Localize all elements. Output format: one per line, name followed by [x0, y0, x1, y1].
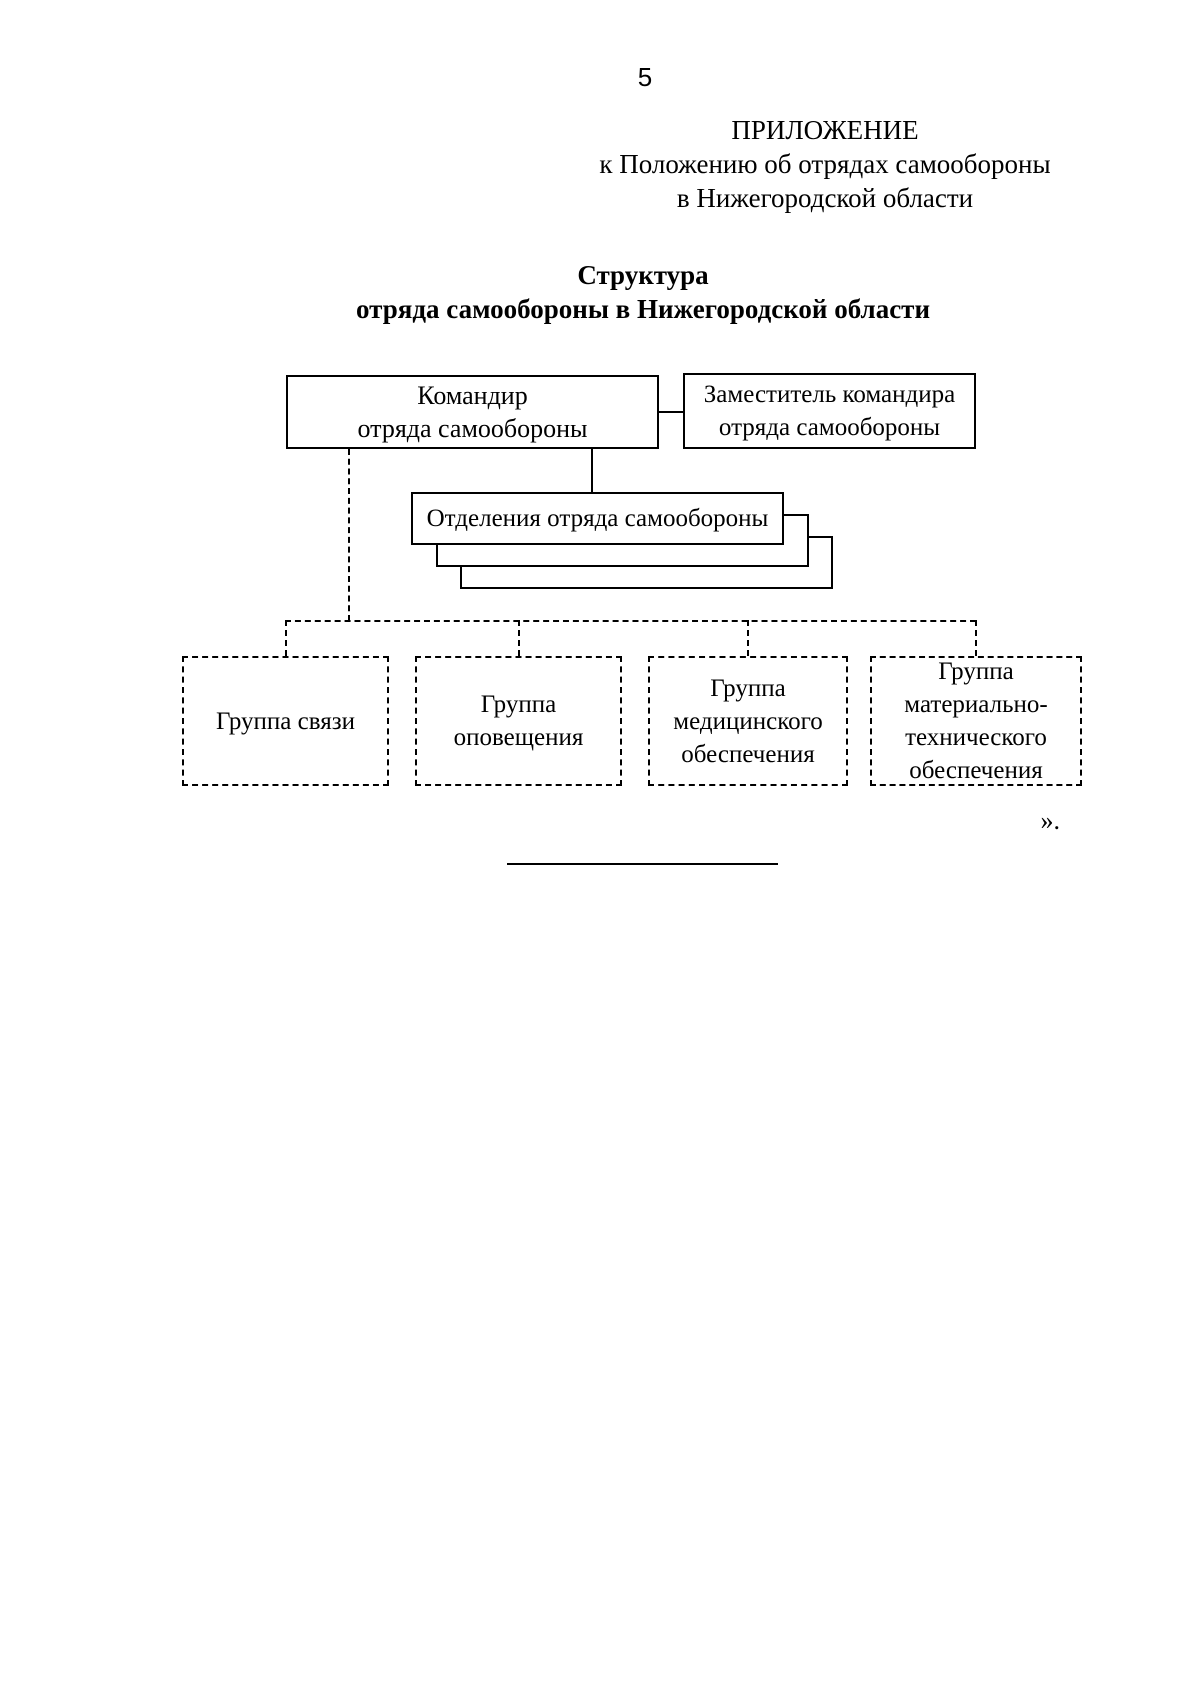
- closing-quote-mark: ».: [1040, 806, 1061, 835]
- connector-commander-departments: [591, 449, 593, 492]
- separator-rule: [507, 863, 778, 865]
- dashed-rail-groups: [285, 620, 976, 622]
- dashed-stub-logistics: [975, 620, 977, 656]
- dashed-stub-communications: [285, 620, 287, 656]
- page-number: 5: [637, 62, 653, 92]
- connector-commander-deputy: [659, 411, 683, 413]
- dashed-stub-notification: [518, 620, 520, 656]
- node-departments: Отделения отряда самообороны: [411, 492, 784, 545]
- dashed-trunk-commander-groups: [348, 449, 350, 621]
- group-box-communications: Группа связи: [182, 656, 389, 786]
- dashed-stub-medical: [747, 620, 749, 656]
